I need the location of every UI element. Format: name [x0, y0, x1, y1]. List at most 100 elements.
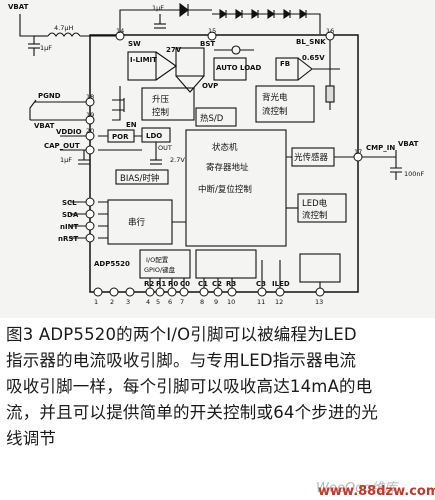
diagram-wire — [85, 233, 95, 243]
led-ctrl-line2: 流控制 — [302, 210, 328, 221]
c1-pin-label: C1 — [198, 280, 208, 288]
pin-number: 1 — [94, 298, 98, 306]
boost-ctrl-line2: 控制 — [152, 107, 169, 118]
cap-100nf-label: 100nF — [404, 170, 425, 178]
diagram-wire — [19, 2, 402, 293]
diagram-wire — [207, 31, 217, 41]
diode-symbol — [179, 2, 189, 18]
sw-pin-label: SW — [128, 40, 141, 48]
ldo-out-label: OUT — [158, 144, 172, 152]
diagram-wire — [115, 31, 125, 41]
light-sensor-label: 光传感器 — [294, 152, 329, 163]
pin-number: 8 — [200, 298, 204, 306]
diagram-wire — [85, 131, 95, 141]
diagram-wire — [235, 8, 243, 20]
cap-1uf-b-label: 1µF — [152, 4, 164, 12]
r1-pin-label: R1 — [156, 280, 166, 288]
caption-line: 吸收引脚一样，每个引脚可以吸收高达14mA的电 — [6, 377, 373, 396]
cap-1uf-a-label: 1µF — [40, 44, 52, 52]
pin-number: 6 — [168, 298, 172, 306]
auto-load-block — [213, 57, 247, 81]
io-config-line2: GPIO/键盘 — [144, 265, 176, 274]
nrst-pin-label: nRST — [58, 235, 78, 243]
diagram-wire — [85, 97, 95, 107]
auto-load-label: AUTO LOAD — [216, 64, 261, 72]
diagram-wire — [112, 99, 124, 111]
irq-reset-label: 中断/复位控制 — [198, 184, 252, 195]
diagram-wire — [93, 287, 103, 297]
bl-snk-pin-label: BL_SNK — [296, 38, 326, 46]
watermark-logo: WeeQoo维库 — [316, 481, 397, 496]
pin-number: 9 — [214, 298, 218, 306]
pin-number: 7 — [180, 298, 184, 306]
diagram-wire — [251, 8, 259, 20]
pin-number: 11 — [257, 298, 265, 306]
io-config-line1: I/O配置 — [146, 256, 169, 264]
boost-ctrl-line1: 升压 — [152, 94, 170, 105]
r2-pin-label: R2 — [144, 280, 154, 288]
diagram-wire — [219, 8, 227, 20]
diagram-wire — [283, 8, 291, 20]
ldo-label: LDO — [146, 132, 162, 140]
diagram-wire — [30, 101, 90, 239]
vddio-pin-label: VDDIO — [56, 128, 82, 136]
pin-number: 15 — [208, 27, 216, 35]
cap-out-pin-label: CAP_OUT — [44, 142, 80, 150]
diagram-wire — [109, 287, 119, 297]
state-machine-label: 状态机 — [212, 142, 238, 153]
adp5520-block-diagram: VBAT 1µF 4.7µH 1µF SW BST BL_SNK I-LIMIT… — [0, 0, 435, 318]
pin-number: 3 — [126, 298, 130, 306]
diagram-wire — [98, 135, 157, 160]
r0-pin-label: R0 — [168, 280, 178, 288]
ilimit-comparator — [155, 51, 177, 81]
diagram-wire — [257, 287, 267, 297]
vbat-right-label: VBAT — [398, 140, 419, 148]
r3-pin-label: R3 — [226, 280, 236, 288]
bias-clock-block — [115, 169, 169, 185]
diagram-wire: VBAT 1µF 4.7µH 1µF SW BST BL_SNK I-LIMIT… — [8, 3, 425, 288]
diagram-wire — [85, 115, 95, 125]
v065-label: 0.65V — [302, 54, 325, 62]
thermal-sd-label: 热S/D — [200, 113, 224, 124]
ilimit-label: I-LIMIT — [130, 56, 157, 64]
led-ctrl-line1: LED电 — [302, 198, 328, 209]
state-machine-block — [185, 129, 287, 247]
diagram-wire — [175, 75, 205, 93]
vbat-top-label: VBAT — [8, 3, 29, 11]
diagram-wire — [212, 13, 321, 34]
v27-ldo-label: 2.7V — [170, 156, 185, 164]
diagram-wire — [149, 260, 281, 292]
diagram-wire — [275, 287, 285, 297]
c3-pin-label: C3 — [256, 280, 266, 288]
serial-label: 串行 — [128, 217, 146, 228]
caption-line: 指示器的电流吸收引脚。与专用LED指示器电流 — [6, 351, 357, 370]
fb-label: FB — [280, 60, 290, 68]
diagram-wire — [167, 287, 177, 297]
pin-number: 18 — [86, 93, 94, 101]
backlight-control-block — [255, 85, 315, 123]
pin-number: 14 — [116, 27, 124, 35]
diagram-wire — [213, 287, 223, 297]
diagram-wire — [353, 152, 363, 162]
diagram-wire — [299, 8, 307, 20]
ovp-block — [175, 47, 205, 77]
io-switches — [195, 249, 257, 279]
diagram-wire — [85, 197, 95, 207]
pin-number: 19 — [86, 111, 94, 119]
diagram-wire — [78, 150, 90, 165]
v27-label: 27V — [166, 46, 182, 54]
cap-1uf-c-label: 1µF — [60, 156, 72, 164]
thermal-sd-block — [195, 107, 237, 127]
diagram-wire — [315, 287, 325, 297]
pin-number: 5 — [156, 298, 160, 306]
fb-amp — [275, 57, 299, 81]
iled-pin-label: ILED — [272, 280, 290, 288]
diagram-wire — [85, 221, 95, 231]
nint-pin-label: nINT — [60, 223, 78, 231]
figure-caption: 图3 ADP5520的两个I/O引脚可以被编程为LED 指示器的电流吸收引脚。与… — [6, 322, 430, 452]
io-config-block — [139, 249, 191, 279]
diagram-wire — [98, 201, 186, 239]
cmp-in-external — [358, 150, 402, 180]
diagram-wire — [85, 209, 95, 219]
diagram-wire — [119, 9, 180, 36]
